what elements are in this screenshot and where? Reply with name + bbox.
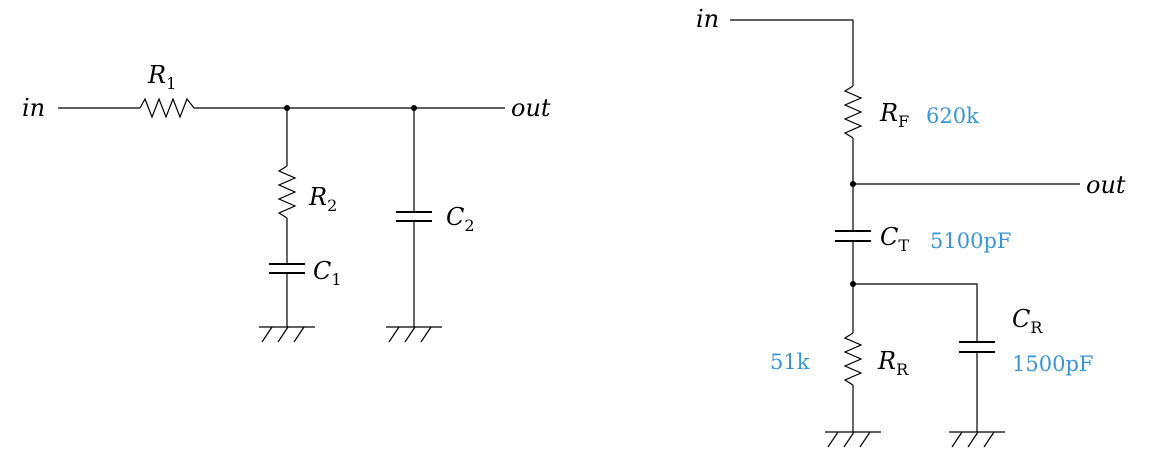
ground-symbol-cr <box>949 431 1005 448</box>
resistor-r2-label: R2 <box>308 183 337 215</box>
ground-symbol-c2 <box>386 326 442 343</box>
wire-cr-top <box>853 283 978 341</box>
resistor-rr <box>843 332 863 386</box>
capacitor-c2-label: C2 <box>446 203 475 235</box>
capacitor-c1-label: C1 <box>313 257 342 289</box>
resistor-rf <box>843 85 863 139</box>
capacitor-ct-value: 5100pF <box>930 229 1011 253</box>
ground-symbol-rr <box>825 431 881 448</box>
resistor-r1 <box>139 97 195 119</box>
capacitor-ct-label: CT <box>880 223 909 255</box>
ground-symbol-c1 <box>259 326 315 343</box>
input-label: in <box>22 94 45 122</box>
resistor-rr-value: 51k <box>770 350 810 374</box>
circuit-b: in out RF 620k CT 5100pF RR 51k CR 1500p… <box>696 5 1126 448</box>
output-label: out <box>1086 171 1126 199</box>
resistor-r1-label: R1 <box>147 61 176 93</box>
output-label: out <box>511 94 551 122</box>
input-label: in <box>696 5 719 33</box>
circuit-a: in out R1 R2 C1 C2 <box>22 61 551 343</box>
resistor-rf-label: RF <box>879 99 909 131</box>
resistor-r2 <box>277 165 297 219</box>
resistor-rr-label: RR <box>877 347 909 379</box>
capacitor-cr-value: 1500pF <box>1012 352 1093 376</box>
capacitor-cr-label: CR <box>1012 305 1043 337</box>
resistor-rf-value: 620k <box>926 104 979 128</box>
